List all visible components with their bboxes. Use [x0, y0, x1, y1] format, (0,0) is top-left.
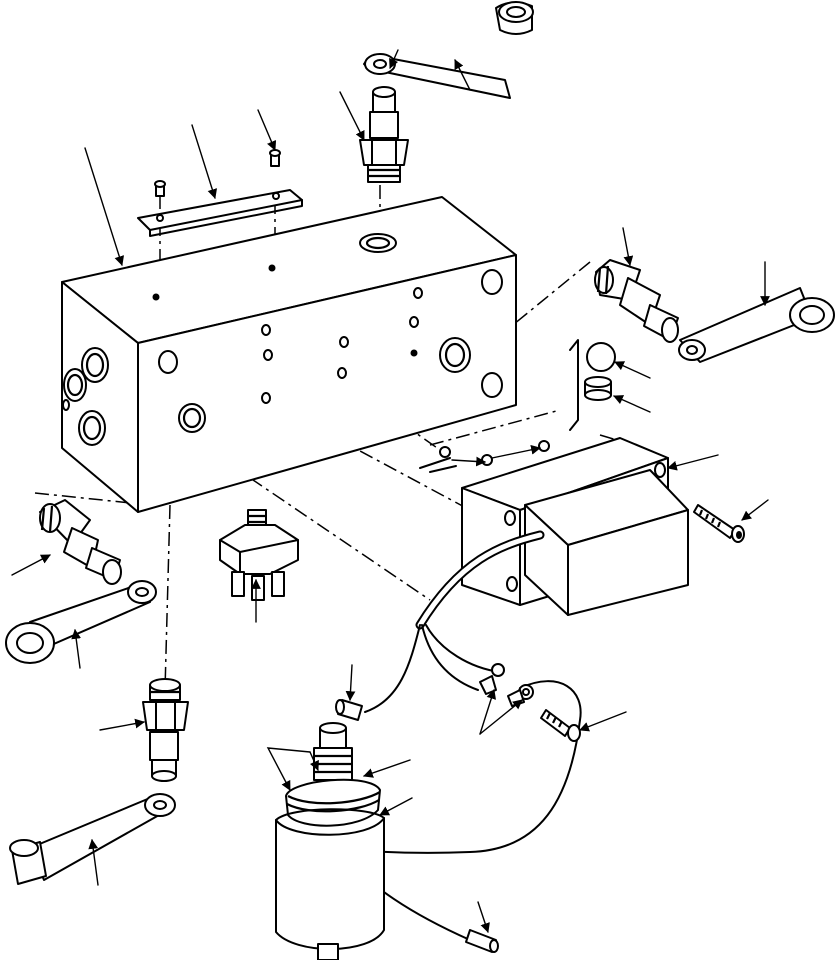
bullet-connector — [335, 699, 499, 953]
leader-lines — [11, 49, 770, 933]
gasket-plate — [137, 189, 303, 237]
seal-ring — [584, 376, 612, 401]
dust-cap — [5, 580, 157, 664]
solenoid-valve — [275, 722, 385, 960]
capscrew — [154, 149, 281, 197]
ring-terminal — [419, 440, 550, 473]
capscrew — [540, 709, 581, 742]
dust-cap — [363, 1, 534, 99]
ring-terminal — [479, 663, 534, 707]
hose-fitting — [594, 259, 679, 343]
pressure-switch — [219, 509, 299, 601]
hose-fitting — [359, 86, 409, 183]
capscrew — [693, 504, 745, 543]
mounting-bracket — [569, 339, 579, 431]
manifold-block — [61, 196, 517, 513]
wiring-harness — [329, 530, 582, 941]
dust-cap — [678, 287, 835, 363]
hose-fitting — [142, 678, 189, 782]
check-ball — [586, 342, 616, 372]
dust-cap — [9, 793, 176, 885]
junction-box — [461, 437, 689, 616]
hose-fitting — [39, 499, 122, 585]
